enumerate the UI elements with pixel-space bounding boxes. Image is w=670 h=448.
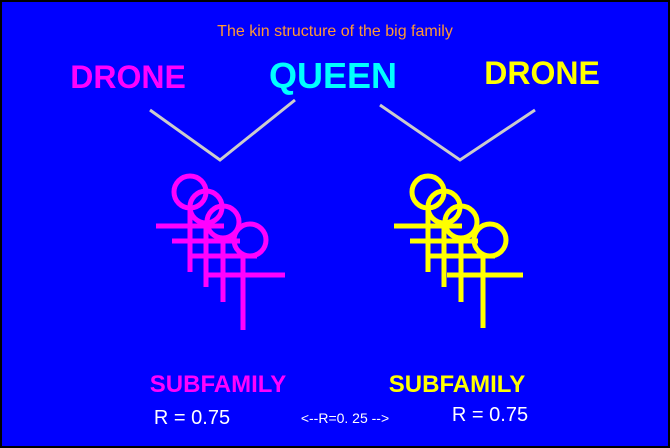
subfamily-left-label: SUBFAMILY	[150, 371, 286, 398]
subfamily-right-label: SUBFAMILY	[389, 371, 525, 398]
left-parent-lines	[149, 98, 296, 162]
queen-label: QUEEN	[269, 55, 397, 96]
inheritance-lines	[149, 98, 536, 162]
female-symbols-right	[394, 173, 523, 328]
drone-left-label: DRONE	[70, 59, 186, 95]
relatedness-right: R = 0.75	[452, 404, 528, 426]
relatedness-between: <--R=0. 25 -->	[301, 410, 389, 426]
female-symbol	[207, 221, 285, 330]
female-symbols-left	[156, 173, 285, 330]
right-parent-lines	[379, 103, 536, 162]
relatedness-left: R = 0.75	[154, 407, 230, 429]
female-symbol	[447, 221, 523, 328]
slide-title: The kin structure of the big family	[217, 23, 453, 40]
drone-right-label: DRONE	[484, 55, 600, 91]
